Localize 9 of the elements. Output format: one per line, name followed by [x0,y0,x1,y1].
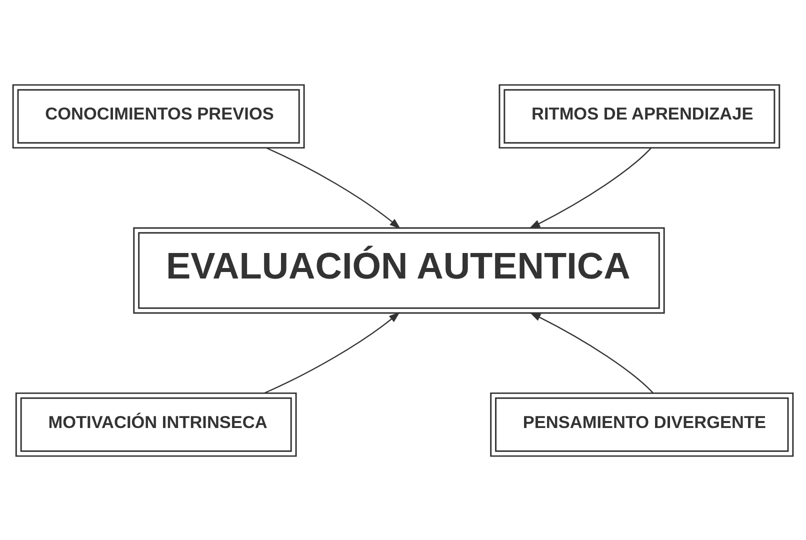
node-box: RITMOS DE APRENDIZAJE [498,84,780,148]
node-box: PENSAMIENTO DIVERGENTE [490,392,794,456]
node-box: MOTIVACIÓN INTRINSECA [15,392,297,456]
arrow [266,146,401,228]
arrow [530,312,654,393]
arrow [529,147,652,228]
arrow [264,311,400,394]
node-box: CONOCIMIENTOS PREVIOS [12,84,305,148]
node-box: EVALUACIÓN AUTENTICA [133,226,665,314]
